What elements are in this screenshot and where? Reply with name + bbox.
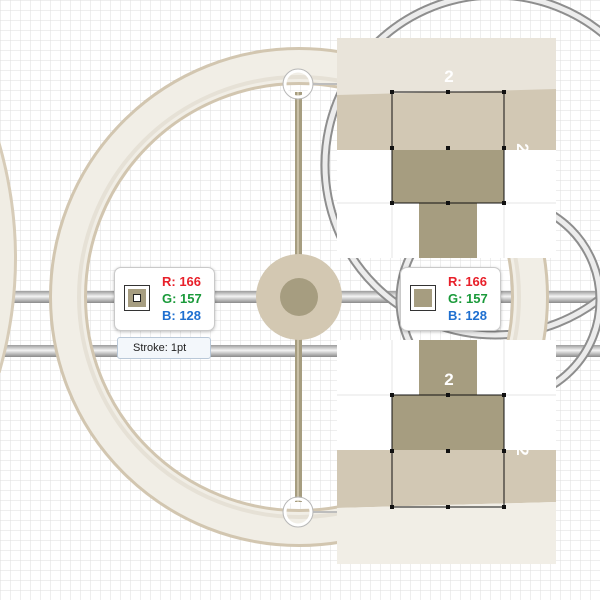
stroke-swatch: [124, 285, 150, 311]
zoom-inset-bottom: [337, 340, 556, 564]
measure-label-top-height: 2: [444, 67, 453, 86]
zoom-inset-top: [337, 38, 556, 258]
color-info-panel-left: R: 166 G: 157 B: 128: [114, 267, 215, 331]
measure-label-bottom-height: 2: [444, 370, 453, 389]
blue-value-right: B: 128: [448, 308, 488, 323]
measure-label-bottom-side: 2: [513, 446, 532, 455]
measure-label-top-side: 2: [513, 143, 532, 152]
no-fill-inner-icon: [133, 294, 141, 302]
fill-swatch-right-frame: [410, 285, 436, 311]
red-value-right: R: 166: [448, 274, 488, 289]
rgb-readout-right: R: 166 G: 157 B: 128: [448, 273, 488, 324]
stroke-weight-label: Stroke: 1pt: [117, 337, 211, 359]
color-info-panel-right: R: 166 G: 157 B: 128: [400, 267, 501, 331]
rgb-readout-left: R: 166 G: 157 B: 128: [162, 273, 202, 324]
green-value-right: G: 157: [448, 291, 488, 306]
fill-swatch-right: [414, 289, 432, 307]
red-value: R: 166: [162, 274, 202, 289]
blue-value: B: 128: [162, 308, 202, 323]
green-value: G: 157: [162, 291, 202, 306]
left-wheel-partial: [0, 141, 17, 374]
fill-swatch: [128, 289, 146, 307]
wheel-hub: [256, 254, 342, 340]
main-wheel: [49, 47, 549, 547]
